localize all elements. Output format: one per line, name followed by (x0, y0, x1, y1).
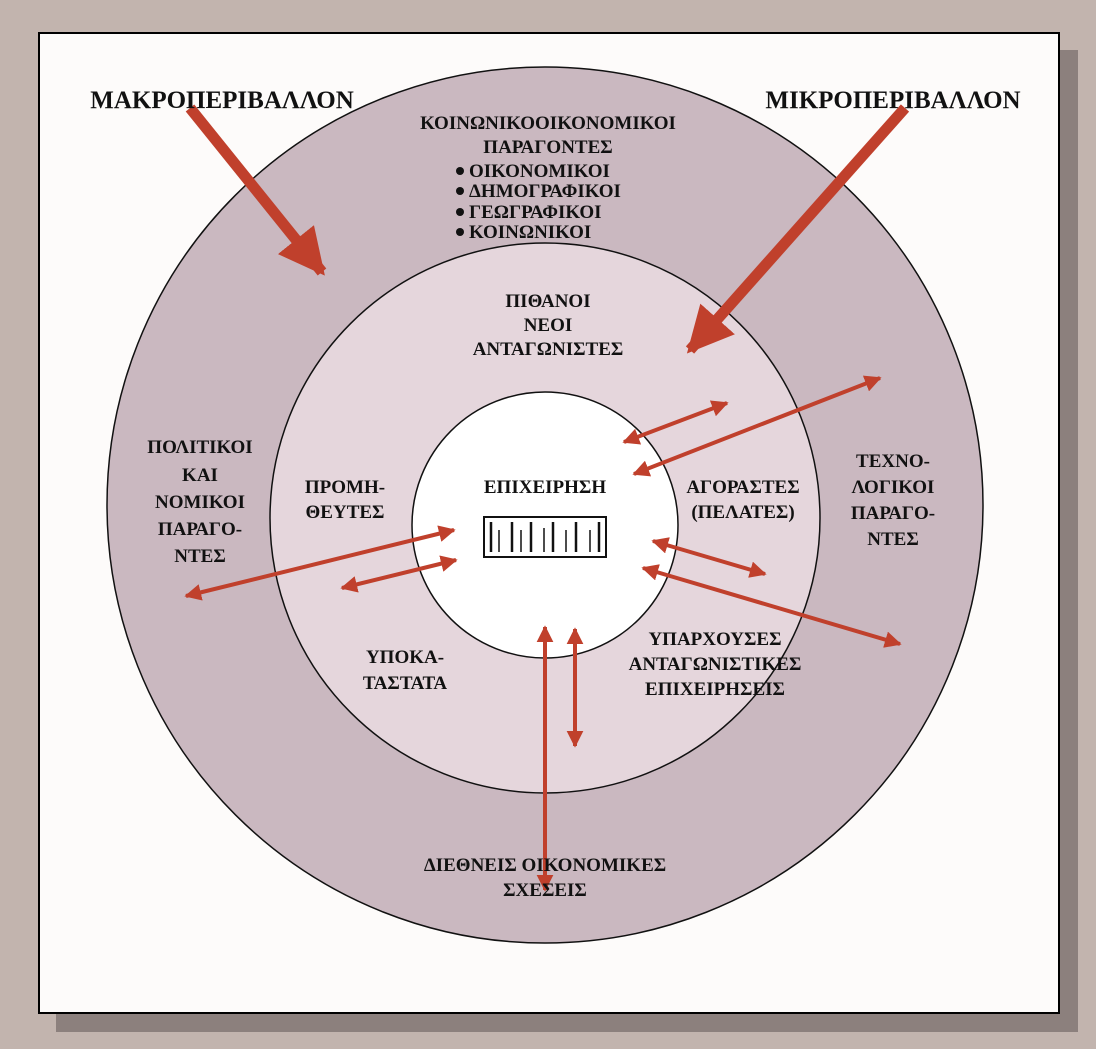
technological-factors-label: ΝΤΕΣ (867, 529, 919, 550)
political-factors-label: ΝΟΜΙΚΟΙ (155, 492, 245, 513)
suppliers-label: ΠΡΟΜΗ- (305, 477, 385, 498)
substitutes-label: ΥΠΟΚΑ- (366, 647, 444, 668)
existing-competitors-label: ΑΝΤΑΓΩΝΙΣΤΙΚΕΣ (629, 654, 802, 675)
political-factors-label: ΚΑΙ (182, 465, 218, 486)
buyers-label: (ΠΕΛΑΤΕΣ) (691, 502, 794, 523)
international-relations-label: ΣΧΕΣΕΙΣ (503, 880, 587, 901)
macro-environment-label: ΜΑΚΡΟΠΕΡΙΒΑΛΛΟΝ (90, 87, 354, 114)
arrow-existing-competitors (641, 564, 902, 648)
technological-factors-label: ΤΕΧΝΟ- (856, 451, 930, 472)
international-relations-label: ΔΙΕΘΝΕΙΣ ΟΙΚΟΝΟΜΙΚΕΣ (424, 855, 666, 876)
bullet-dot (456, 187, 464, 195)
potential-competitors-label: ΝΕΟΙ (524, 315, 573, 336)
political-factors-label: ΝΤΕΣ (174, 546, 226, 567)
potential-competitors-label: ΑΝΤΑΓΩΝΙΣΤΕΣ (473, 339, 624, 360)
micro-environment-label: ΜΙΚΡΟΠΕΡΙΒΑΛΛΟΝ (765, 87, 1020, 114)
micro-arrow (685, 104, 910, 354)
political-factors-label: ΠΟΛΙΤΙΚΟΙ (147, 437, 252, 458)
business-label: ΕΠΙΧΕΙΡΗΣΗ (484, 477, 606, 498)
socioeconomic-title: ΠΑΡΑΓΟΝΤΕΣ (483, 137, 612, 158)
arrow-political (184, 525, 456, 601)
macro-arrow (185, 104, 327, 276)
potential-competitors-label: ΠΙΘΑΝΟΙ (505, 291, 590, 312)
socioeconomic-title: ΚΟΙΝΩΝΙΚΟΟΙΚΟΝΟΜΙΚΟΙ (420, 113, 676, 134)
arrow-technology (632, 375, 882, 477)
bullet-dot (456, 228, 464, 236)
buyers-label: ΑΓΟΡΑΣΤΕΣ (686, 477, 799, 498)
technological-factors-label: ΠΑΡΑΓΟ- (851, 503, 935, 524)
factory-icon (483, 516, 607, 558)
bullet-dot (456, 208, 464, 216)
arrow-suppliers (340, 555, 458, 593)
existing-competitors-label: ΕΠΙΧΕΙΡΗΣΕΙΣ (645, 679, 785, 700)
political-factors-label: ΠΑΡΑΓΟ- (158, 519, 242, 540)
substitutes-label: ΤΑΣΤΑΤΑ (363, 673, 447, 694)
suppliers-label: ΘΕΥΤΕΣ (306, 502, 385, 523)
bullet-dot (456, 167, 464, 175)
bullet-item: ΟΙΚΟΝΟΜΙΚΟΙ (469, 161, 610, 182)
bullet-item: ΓΕΩΓΡΑΦΙΚΟΙ (469, 202, 602, 223)
socioeconomic-bullets: ΟΙΚΟΝΟΜΙΚΟΙ ΔΗΜΟΓΡΑΦΙΚΟΙ ΓΕΩΓΡΑΦΙΚΟΙ ΚΟΙ… (456, 161, 621, 243)
bullet-item: ΚΟΙΝΩΝΙΚΟΙ (469, 222, 591, 243)
existing-competitors-label: ΥΠΑΡΧΟΥΣΕΣ (648, 629, 781, 650)
technological-factors-label: ΛΟΓΙΚΟΙ (852, 477, 935, 498)
bullet-item: ΔΗΜΟΓΡΑΦΙΚΟΙ (469, 181, 621, 202)
